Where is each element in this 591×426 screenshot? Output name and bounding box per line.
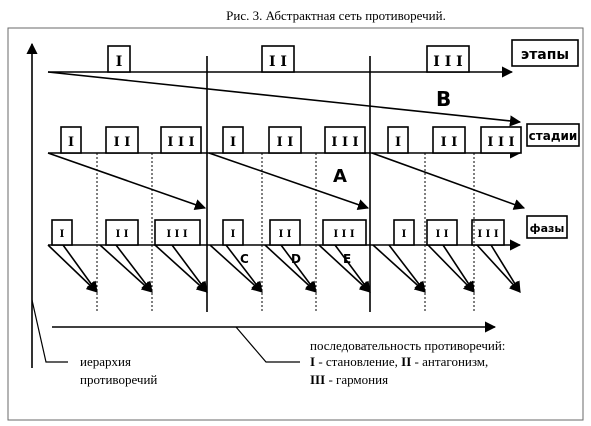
marker-c: C <box>240 252 249 266</box>
hierarchy-label-line-2: противоречий <box>80 372 157 387</box>
stage-box-3: I I I <box>426 45 470 73</box>
marker-d: D <box>291 252 301 266</box>
step-numeral: I I <box>114 135 131 150</box>
sequence-line-1: I - становление, II - антагонизм, <box>310 354 488 369</box>
step-numeral: I <box>68 135 74 150</box>
step-numeral: I I <box>277 135 294 150</box>
marker-b: B <box>436 87 451 111</box>
stage-box-2: I I <box>261 45 295 73</box>
phase-numeral: I <box>402 229 407 240</box>
sequence-num: II <box>401 354 411 369</box>
sequence-text: - гармония <box>328 372 388 387</box>
sequence-text: - становление, <box>318 354 401 369</box>
svg-text:стадии: стадии <box>529 129 578 143</box>
step-numeral: I I I <box>167 135 194 150</box>
phase-numeral: I I <box>279 229 292 240</box>
step-numeral: I I I <box>331 135 358 150</box>
stage-numeral: I I I <box>433 54 462 70</box>
step-transition-arrow <box>208 152 370 210</box>
figure-title: Рис. 3. Абстрактная сеть противоречий. <box>226 8 446 23</box>
stage-numeral: I <box>116 54 123 70</box>
step-transition-arrow <box>47 152 207 210</box>
stage-numeral: I I <box>269 54 287 70</box>
steps-boxes: I I I I I I I I I I I I I I I I I I <box>60 126 522 154</box>
sequence-text: - антагонизм, <box>415 354 489 369</box>
marker-a: A <box>333 166 347 187</box>
stage-box-1: I <box>107 45 131 73</box>
sequence-line-2: III - гармония <box>310 372 388 387</box>
figure-frame <box>7 27 584 421</box>
stage-transition-arrow <box>47 71 522 127</box>
step-transition-arrow <box>371 152 526 210</box>
steps-label: стадии <box>526 123 580 147</box>
step-numeral: I I I <box>487 135 514 150</box>
phases-boxes: I I I I I I I I I I I I I I I I I I <box>51 219 505 246</box>
marker-e: E <box>343 252 351 266</box>
hierarchy-leader-line <box>31 299 68 363</box>
phase-numeral: I I I <box>334 229 355 240</box>
sequence-num: I <box>310 354 315 369</box>
hierarchy-label: иерархия противоречий <box>80 354 157 387</box>
hierarchy-label-line-1: иерархия <box>80 354 131 369</box>
svg-text:этапы: этапы <box>521 47 569 63</box>
phase-numeral: I I I <box>478 229 499 240</box>
phase-numeral: I <box>231 229 236 240</box>
svg-text:фазы: фазы <box>530 222 565 235</box>
phase-numeral: I <box>60 229 65 240</box>
stages-label: этапы <box>511 39 579 67</box>
step-numeral: I I <box>441 135 458 150</box>
phases-label: фазы <box>526 215 568 239</box>
step-numeral: I <box>395 135 401 150</box>
sequence-title: последовательность противоречий: <box>310 338 505 353</box>
phase-numeral: I I <box>436 229 449 240</box>
sequence-num: III <box>310 372 325 387</box>
phase-transition-arrows <box>47 244 521 293</box>
sequence-leader-line <box>235 326 300 363</box>
step-numeral: I <box>230 135 236 150</box>
phase-numeral: I I I <box>167 229 188 240</box>
phase-numeral: I I <box>116 229 129 240</box>
